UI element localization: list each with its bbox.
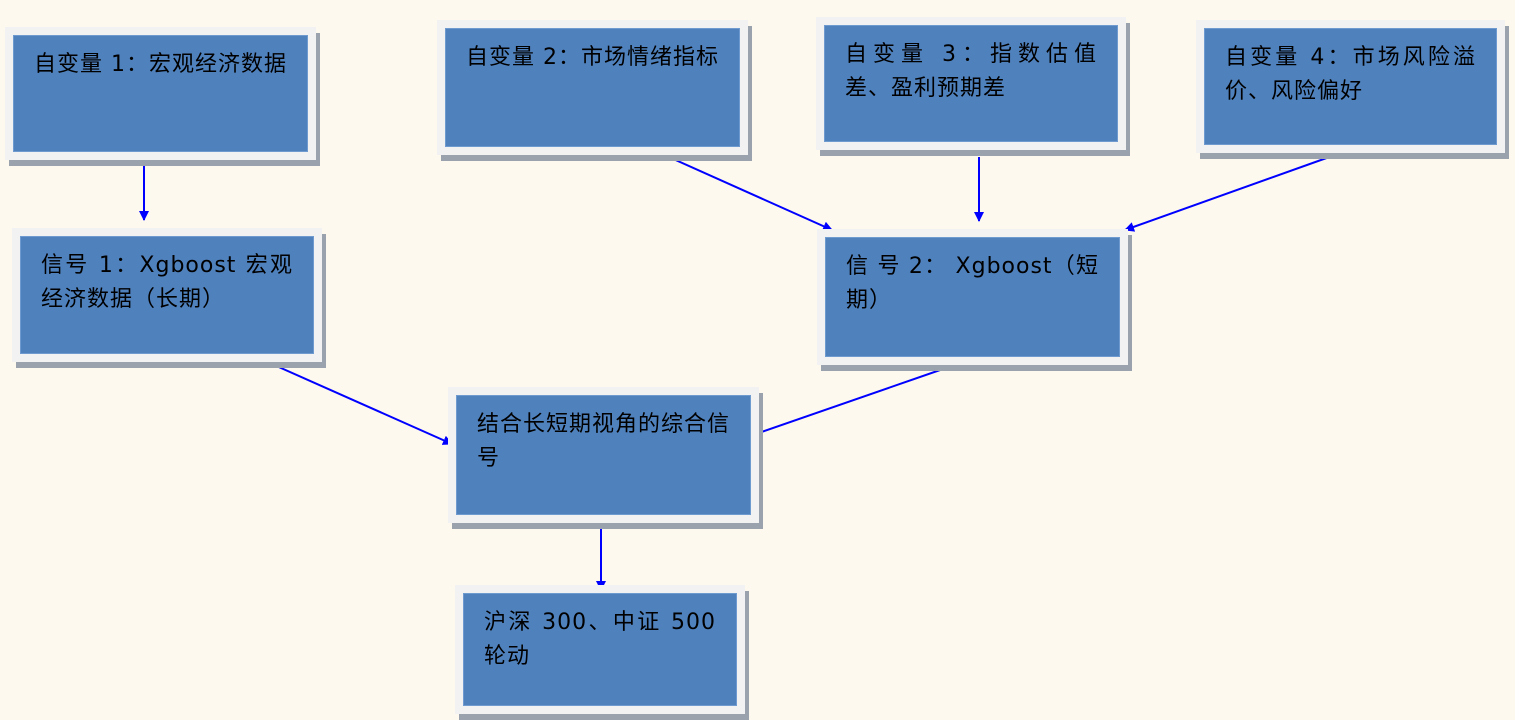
node-var1-label: 自变量 1：宏观经济数据: [13, 35, 308, 152]
node-var2-label: 自变量 2：市场情绪指标: [445, 28, 740, 147]
node-var4-label: 自变量 4：市场风险溢价、风险偏好: [1204, 28, 1497, 145]
node-signal2: 信 号 2： Xgboost（短期）: [817, 229, 1128, 365]
arrow-signal1-combined: [271, 363, 453, 445]
node-signal1-label: 信号 1：Xgboost 宏观经济数据（长期）: [20, 236, 314, 354]
node-combined-label: 结合长短期视角的综合信号: [456, 395, 751, 515]
node-signal1: 信号 1：Xgboost 宏观经济数据（长期）: [12, 228, 322, 362]
node-output: 沪深 300、中证 500 轮动: [455, 585, 745, 714]
arrow-var4-signal2: [1124, 149, 1350, 232]
node-combined: 结合长短期视角的综合信号: [448, 387, 759, 523]
arrow-var2-signal2: [650, 148, 833, 231]
node-signal2-label: 信 号 2： Xgboost（短期）: [825, 237, 1120, 357]
arrow-signal2-combined: [746, 359, 970, 439]
node-var1: 自变量 1：宏观经济数据: [5, 27, 316, 160]
node-var4: 自变量 4：市场风险溢价、风险偏好: [1196, 20, 1505, 153]
node-output-label: 沪深 300、中证 500 轮动: [463, 593, 737, 706]
node-var3-label: 自变量 3：指数估值差、盈利预期差: [824, 25, 1118, 142]
node-var2: 自变量 2：市场情绪指标: [437, 20, 748, 155]
node-var3: 自变量 3：指数估值差、盈利预期差: [816, 17, 1126, 150]
